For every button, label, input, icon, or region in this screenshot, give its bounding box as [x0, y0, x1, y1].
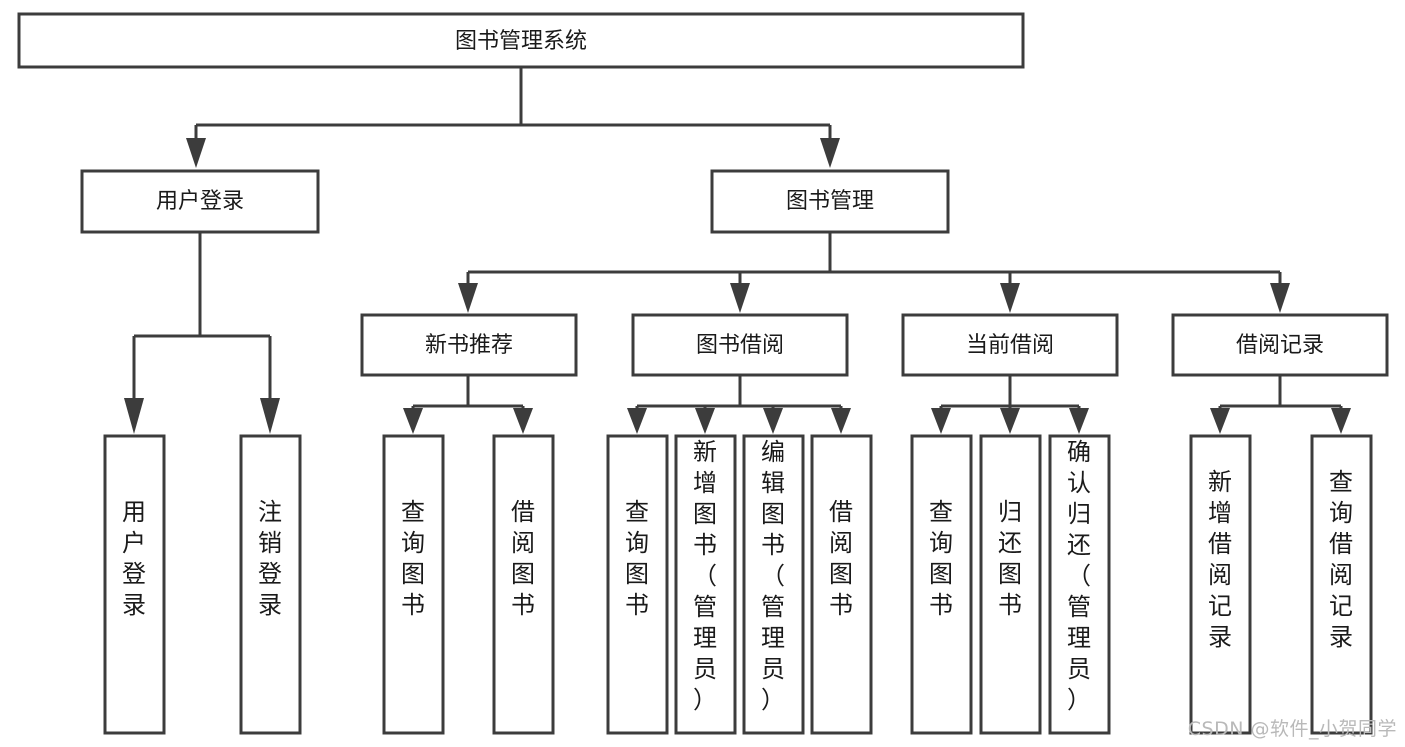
- node-book-borrow[interactable]: 图书借阅: [631, 313, 849, 377]
- connector-bookborrow-to-leaves: [627, 376, 851, 434]
- node-user-login-label: 用户登录: [156, 189, 244, 214]
- node-root-label: 图书管理系统: [455, 29, 587, 54]
- connector-bookmgmt-to-level3: [458, 233, 1290, 313]
- arrow-head-icon: [1069, 408, 1089, 434]
- arrow-head-icon: [1270, 283, 1290, 313]
- leaf-node-newbook-borrow-book-label: 借阅图书: [511, 498, 535, 619]
- node-new-book-recommend-label: 新书推荐: [425, 333, 513, 358]
- leaf-node-bookborrow-edit-book[interactable]: 编辑图书（管理员）: [742, 434, 805, 735]
- leaf-node-bookborrow-edit-book-label: 编辑图书（管理员）: [761, 438, 785, 714]
- arrow-head-icon: [820, 138, 840, 168]
- node-root-book-management-system[interactable]: 图书管理系统: [17, 12, 1025, 69]
- arrow-head-icon: [1331, 408, 1351, 434]
- arrow-head-icon: [513, 408, 533, 434]
- leaf-node-currentborrow-query-book[interactable]: 查询图书: [910, 434, 973, 735]
- leaf-node-borrowrecords-query-record-label: 查询借阅记录: [1329, 468, 1353, 651]
- arrow-head-icon: [1000, 408, 1020, 434]
- leaf-node-bookborrow-query-book-label: 查询图书: [625, 498, 649, 619]
- arrow-head-icon: [627, 408, 647, 434]
- leaf-node-borrowrecords-add-record[interactable]: 新增借阅记录: [1189, 434, 1252, 735]
- arrow-head-icon: [931, 408, 951, 434]
- leaf-node-bookborrow-borrow-book[interactable]: 借阅图书: [810, 434, 873, 735]
- node-book-management-label: 图书管理: [786, 189, 874, 214]
- arrow-head-icon: [763, 408, 783, 434]
- leaf-node-bookborrow-add-book-label: 新增图书（管理员）: [693, 438, 717, 714]
- leaf-node-user-login-logout-label: 注销登录: [258, 498, 282, 619]
- arrow-head-icon: [458, 283, 478, 313]
- node-borrow-records-label: 借阅记录: [1236, 333, 1324, 358]
- leaf-node-newbook-borrow-book[interactable]: 借阅图书: [492, 434, 555, 735]
- arrow-head-icon: [695, 408, 715, 434]
- node-book-management[interactable]: 图书管理: [710, 169, 950, 234]
- leaf-node-currentborrow-query-book-label: 查询图书: [929, 498, 953, 619]
- connector-newbook-to-leaves: [403, 376, 533, 434]
- arrow-head-icon: [403, 408, 423, 434]
- arrow-head-icon: [1210, 408, 1230, 434]
- leaf-node-bookborrow-add-book[interactable]: 新增图书（管理员）: [674, 434, 737, 735]
- node-borrow-records[interactable]: 借阅记录: [1171, 313, 1389, 377]
- node-current-borrow-label: 当前借阅: [966, 333, 1054, 358]
- arrow-head-icon: [730, 283, 750, 313]
- leaf-node-user-login-login-label: 用户登录: [122, 498, 146, 619]
- node-new-book-recommend[interactable]: 新书推荐: [360, 313, 578, 377]
- leaf-node-currentborrow-confirm-return-label: 确认归还（管理员）: [1067, 438, 1091, 714]
- node-book-borrow-label: 图书借阅: [696, 333, 784, 358]
- leaf-node-currentborrow-return-book-label: 归还图书: [998, 498, 1022, 619]
- leaf-node-currentborrow-return-book[interactable]: 归还图书: [979, 434, 1042, 735]
- leaf-node-newbook-query-book[interactable]: 查询图书: [382, 434, 445, 735]
- leaf-node-borrowrecords-query-record[interactable]: 查询借阅记录: [1310, 434, 1373, 735]
- connector-userlogin-to-leaves: [124, 233, 280, 434]
- connector-currentborrow-to-leaves: [931, 376, 1089, 434]
- leaf-node-borrowrecords-add-record-label: 新增借阅记录: [1208, 468, 1232, 651]
- arrow-head-icon: [186, 138, 206, 168]
- arrow-head-icon: [1000, 283, 1020, 313]
- leaf-node-newbook-query-book-label: 查询图书: [401, 498, 425, 619]
- arrow-head-icon: [831, 408, 851, 434]
- leaf-node-currentborrow-confirm-return[interactable]: 确认归还（管理员）: [1048, 434, 1111, 735]
- leaf-node-user-login-logout[interactable]: 注销登录: [239, 434, 302, 735]
- connector-borrowrecords-to-leaves: [1210, 376, 1351, 434]
- arrow-head-icon: [124, 398, 144, 434]
- node-user-login[interactable]: 用户登录: [80, 169, 320, 234]
- node-current-borrow[interactable]: 当前借阅: [901, 313, 1119, 377]
- connector-root-to-level2: [186, 68, 840, 168]
- leaf-node-bookborrow-borrow-book-label: 借阅图书: [829, 498, 853, 619]
- leaf-node-bookborrow-query-book[interactable]: 查询图书: [606, 434, 669, 735]
- arrow-head-icon: [260, 398, 280, 434]
- leaf-node-user-login-login[interactable]: 用户登录: [103, 434, 166, 735]
